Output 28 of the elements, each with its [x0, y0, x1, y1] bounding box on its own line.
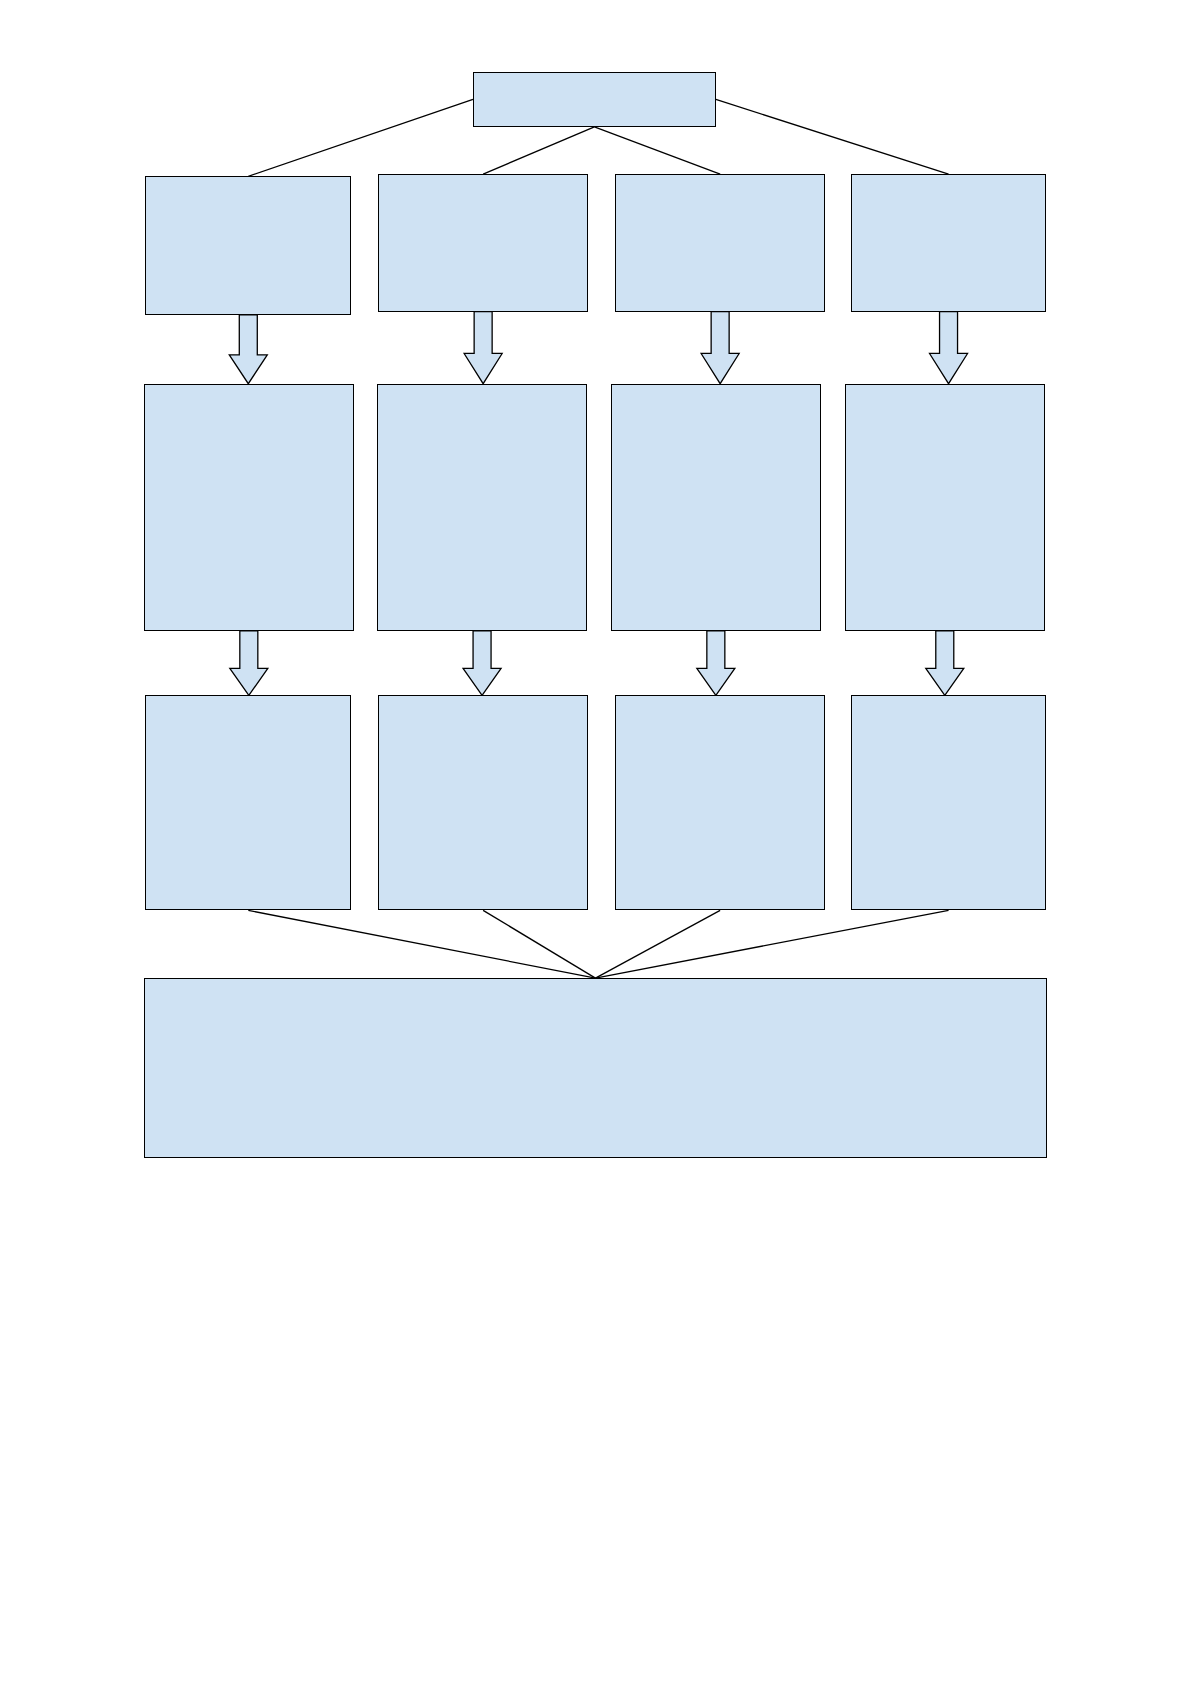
- process-box: [144, 978, 1047, 1158]
- process-box: [144, 383, 354, 631]
- process-box: [145, 695, 352, 911]
- process-box: [851, 174, 1046, 312]
- connector-line: [593, 126, 721, 175]
- block-arrow: [462, 311, 504, 385]
- process-box: [472, 72, 716, 127]
- process-box: [378, 174, 588, 312]
- process-box: [614, 174, 826, 312]
- process-box: [378, 695, 588, 911]
- block-arrow: [924, 630, 966, 697]
- block-arrow: [461, 630, 503, 697]
- connector-line: [482, 909, 597, 979]
- connector-line: [247, 98, 474, 177]
- process-box: [851, 695, 1046, 911]
- process-box: [377, 383, 587, 631]
- block-arrow: [228, 314, 269, 385]
- block-arrow: [695, 630, 737, 697]
- process-box: [614, 695, 826, 911]
- block-arrow: [228, 630, 270, 697]
- connector-line: [715, 98, 950, 175]
- connector-line: [482, 126, 596, 175]
- process-box: [610, 383, 822, 631]
- process-box: [145, 176, 352, 315]
- block-arrow: [928, 311, 969, 385]
- process-box: [844, 383, 1045, 631]
- connector-line: [594, 909, 721, 979]
- block-arrow: [699, 311, 741, 385]
